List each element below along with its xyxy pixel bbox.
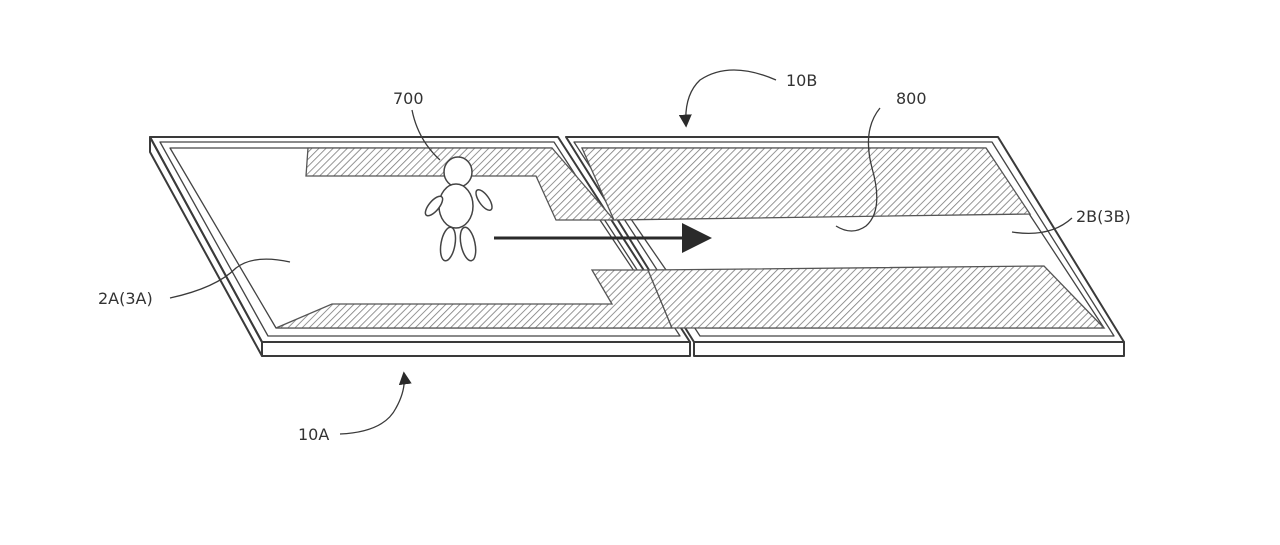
person-body [439, 184, 473, 228]
road-image-upper-b [582, 148, 1030, 220]
person-left-leg [438, 226, 458, 262]
person-right-leg [458, 226, 479, 262]
label-10b: 10B [786, 71, 817, 90]
leader-10a [340, 374, 404, 434]
device-10a-left-edge [150, 137, 262, 356]
device-10b-front-edge [694, 342, 1124, 356]
leader-10b [686, 70, 776, 125]
road-image-lower-b [648, 266, 1104, 328]
person-right-arm [473, 187, 495, 212]
person-head [444, 157, 472, 187]
road-image-lower-a [276, 270, 672, 328]
leader-2a [170, 259, 290, 298]
label-2a-3a: 2A(3A) [98, 289, 153, 308]
device-10a-front-edge [262, 342, 690, 356]
label-2b-3b: 2B(3B) [1076, 207, 1131, 226]
label-700: 700 [393, 89, 424, 108]
label-10a: 10A [298, 425, 329, 444]
label-800: 800 [896, 89, 927, 108]
